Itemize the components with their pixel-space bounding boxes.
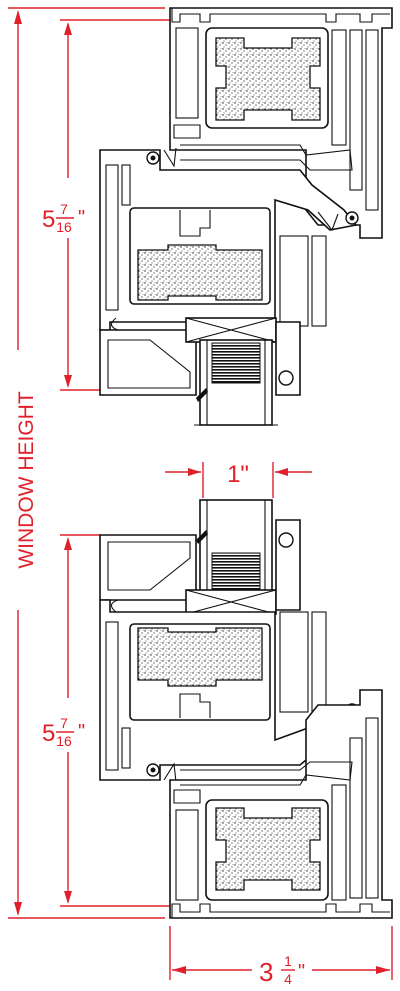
- bottom-dim-unit: ": [78, 721, 85, 743]
- window-height-dimension: WINDOW HEIGHT: [8, 7, 165, 919]
- width-dim-unit: ": [298, 961, 305, 983]
- top-dim-whole: 5: [42, 206, 55, 233]
- width-dim-numerator: 1: [284, 953, 292, 969]
- width-dim-whole: 3: [259, 957, 273, 987]
- bottom-sash-dimension: 5 7 16 ": [42, 534, 175, 907]
- top-dim-numerator: 7: [60, 201, 68, 217]
- window-height-label: WINDOW HEIGHT: [15, 391, 38, 568]
- spacer-bar-top: [211, 342, 261, 384]
- frame-width-dimension: 3 1 4 ": [169, 926, 393, 987]
- top-sash-dimension: 5 7 16 ": [42, 19, 180, 391]
- bottom-dim-numerator: 7: [60, 715, 68, 731]
- bottom-dim-whole: 5: [42, 720, 55, 747]
- spacer-bar-bottom: [211, 552, 261, 594]
- glass-dim-label: 1": [227, 461, 249, 488]
- width-dim-denominator: 4: [284, 971, 292, 987]
- bottom-frame-profile: [169, 689, 393, 919]
- top-dim-unit: ": [78, 207, 85, 229]
- top-glass-unit: [194, 339, 278, 426]
- top-sash-profile: [99, 147, 359, 331]
- bottom-dim-denominator: 16: [56, 733, 72, 749]
- top-dim-denominator: 16: [56, 219, 72, 235]
- glass-thickness-dimension: 1": [165, 461, 312, 498]
- bottom-sash-profile: [99, 599, 359, 783]
- foam-insulation-bottom: [215, 807, 321, 891]
- foam-insulation-top: [215, 37, 321, 121]
- top-glazing-bead: [99, 317, 301, 396]
- foam-insulation-sash-bottom: [137, 627, 263, 687]
- bottom-glass-unit: [196, 499, 273, 597]
- top-frame-profile: [169, 7, 393, 239]
- foam-insulation-sash-top: [137, 244, 263, 301]
- bottom-glazing-bead: [99, 519, 301, 615]
